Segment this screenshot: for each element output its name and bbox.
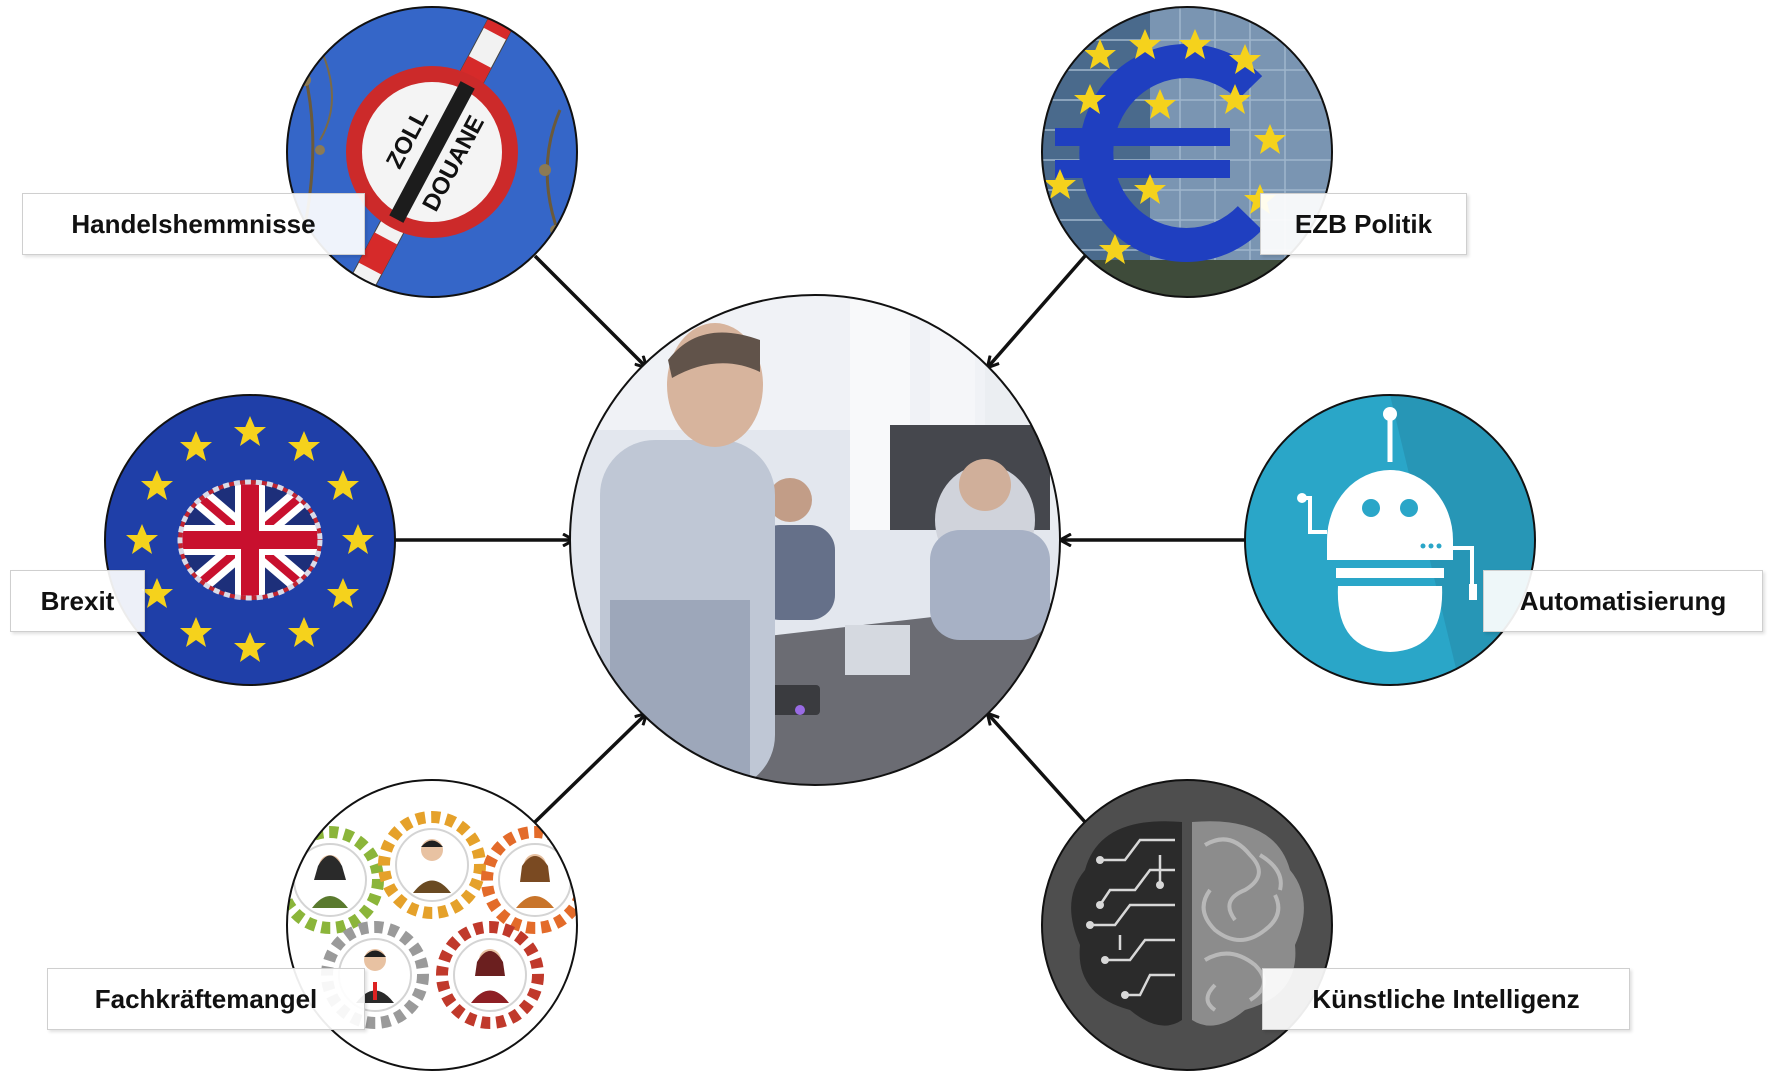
label-handelshemmnisse: Handelshemmnisse — [22, 193, 365, 255]
arrow-handelshemmnisse — [533, 254, 646, 367]
arrows — [395, 254, 1245, 824]
center-meeting-image — [570, 295, 1060, 785]
arrow-fachkraeftemangel — [533, 714, 646, 824]
label-ezb-politik: EZB Politik — [1260, 193, 1467, 255]
automatisierung-robot-image — [1245, 395, 1535, 685]
arrow-ki — [988, 714, 1087, 824]
label-automatisierung: Automatisierung — [1483, 570, 1763, 632]
label-fachkraeftemangel: Fachkräftemangel — [47, 968, 365, 1030]
arrow-ezb — [988, 254, 1087, 367]
label-kuenstliche-intelligenz: Künstliche Intelligenz — [1262, 968, 1630, 1030]
brexit-flag-image — [105, 395, 395, 685]
label-brexit: Brexit — [10, 570, 145, 632]
